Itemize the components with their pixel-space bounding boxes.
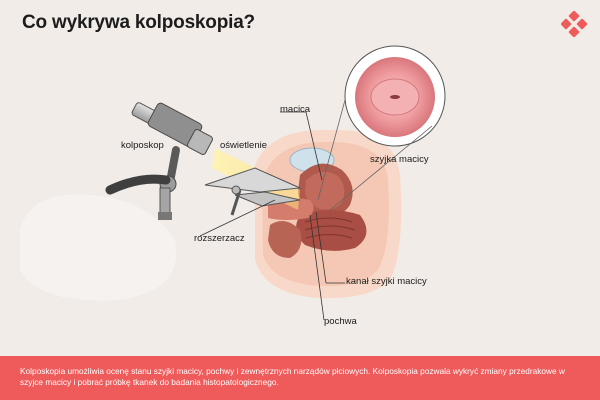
- label-kolposkop: kolposkop: [121, 140, 164, 151]
- colposcope: [105, 102, 213, 220]
- speculum: [204, 167, 302, 216]
- brand-logo-icon: [561, 11, 587, 37]
- page-title: Co wykrywa kolposkopia?: [22, 12, 255, 33]
- label-kanal-szyjki-macicy: kanał szyjki macicy: [346, 276, 427, 287]
- colposcopy-illustration: [20, 45, 446, 321]
- label-oswietlenie: oświetlenie: [220, 140, 267, 151]
- label-macica: macica: [280, 104, 311, 115]
- footer-description: Kolposkopia umożliwia ocenę stanu szyjki…: [0, 356, 600, 400]
- background-shape: [20, 194, 177, 301]
- label-szyjka-macicy: szyjka macicy: [370, 154, 429, 165]
- buttock: [268, 221, 302, 258]
- label-pochwa: pochwa: [324, 316, 357, 327]
- label-rozszerzacz: rozszerzacz: [194, 233, 245, 244]
